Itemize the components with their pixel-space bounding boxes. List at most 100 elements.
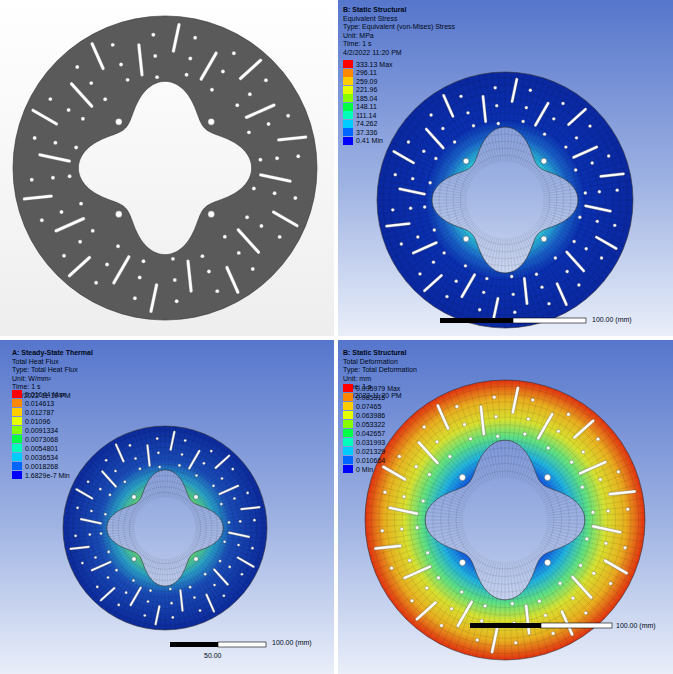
result-info: Total Heat Flux	[12, 358, 59, 365]
drill-hole	[411, 177, 414, 180]
slot	[481, 95, 487, 123]
drill-hole	[598, 190, 601, 193]
drill-hole	[596, 437, 600, 441]
slot	[75, 488, 94, 500]
drill-hole	[189, 586, 192, 589]
bolt-hole	[132, 557, 136, 561]
legend-swatch	[343, 384, 353, 392]
legend-swatch	[343, 411, 353, 419]
drill-hole	[173, 278, 177, 282]
drill-hole	[513, 311, 516, 314]
legend-value: 111.14	[356, 112, 376, 119]
drill-hole	[426, 551, 430, 555]
legend-swatch	[343, 69, 353, 77]
drill-hole	[526, 417, 530, 421]
slot	[603, 559, 629, 576]
drill-hole	[223, 540, 226, 543]
slot	[417, 440, 440, 465]
result-info: Equivalent Stress	[343, 15, 397, 22]
drill-hole	[251, 267, 255, 271]
legend-swatch	[12, 435, 22, 443]
drill-hole	[119, 62, 123, 66]
drill-hole	[380, 529, 384, 533]
drill-hole	[107, 551, 110, 554]
drill-hole	[111, 43, 115, 47]
drill-hole	[581, 450, 585, 454]
panel-background	[338, 340, 673, 674]
drill-hole	[591, 161, 594, 164]
drill-hole	[74, 534, 77, 537]
drill-hole	[200, 254, 204, 258]
result-info: Unit: W/mm²	[12, 375, 51, 382]
slot	[90, 42, 105, 71]
drill-hole	[617, 470, 621, 474]
drill-hole	[221, 477, 224, 480]
drill-hole	[459, 95, 462, 98]
drill-hole	[275, 156, 279, 160]
drill-hole	[188, 56, 192, 60]
slot	[38, 153, 71, 163]
slot	[244, 103, 276, 120]
drill-hole	[435, 440, 439, 444]
drill-hole	[245, 215, 249, 219]
slot	[436, 404, 450, 431]
legend-value: 148.11	[356, 103, 377, 110]
drill-hole	[94, 556, 97, 559]
drill-hole	[544, 614, 548, 618]
drill-hole	[578, 216, 581, 219]
drill-hole	[408, 559, 412, 563]
bolt-hole	[115, 211, 122, 218]
slot	[536, 412, 554, 440]
slot	[225, 265, 240, 294]
drill-hole	[231, 468, 234, 471]
drill-hole	[441, 127, 444, 130]
drill-hole	[455, 280, 458, 283]
drill-hole	[40, 218, 44, 222]
bolt-hole	[544, 559, 550, 565]
slot	[101, 470, 118, 488]
drill-hole	[78, 240, 82, 244]
drill-hole	[241, 573, 244, 576]
drill-hole	[600, 256, 603, 259]
slot	[411, 241, 438, 255]
slot	[403, 565, 432, 580]
drill-hole	[258, 158, 262, 162]
scale-label: 100.00 (mm)	[592, 316, 632, 323]
legend-value: 0.07465	[356, 403, 381, 410]
result-info: Type: Total Deformation	[343, 366, 417, 373]
legend-value: 0.053322	[356, 421, 385, 428]
scale-bar	[440, 318, 586, 323]
slot	[23, 194, 54, 201]
legend-swatch	[343, 128, 353, 136]
drill-hole	[410, 599, 414, 603]
drill-hole	[584, 611, 588, 615]
bolt-hole	[132, 495, 136, 499]
slot	[524, 604, 530, 635]
slot	[460, 273, 477, 299]
drill-hole	[402, 495, 406, 499]
drill-hole	[437, 576, 441, 580]
scale-label: 50.00	[204, 652, 222, 659]
drill-hole	[237, 544, 240, 547]
drill-hole	[521, 120, 524, 123]
slot	[149, 283, 159, 313]
slot	[534, 101, 551, 127]
panel-background	[0, 0, 334, 336]
legend-swatch	[343, 447, 353, 455]
drill-hole	[623, 546, 627, 550]
slot	[69, 81, 94, 108]
drill-hole	[143, 614, 146, 617]
slot	[572, 419, 595, 440]
drill-hole	[81, 562, 84, 565]
drill-hole	[228, 521, 231, 524]
drill-hole	[126, 78, 130, 82]
drill-hole	[464, 264, 467, 267]
legend-value: 0.042657	[356, 430, 385, 437]
legend-swatch	[343, 438, 353, 446]
legend-swatch	[12, 471, 22, 479]
legend-swatch	[343, 103, 353, 111]
slot	[214, 454, 231, 469]
result-info: Unit: MPa	[343, 32, 374, 39]
drill-hole	[133, 296, 137, 300]
legend-swatch	[12, 426, 22, 434]
